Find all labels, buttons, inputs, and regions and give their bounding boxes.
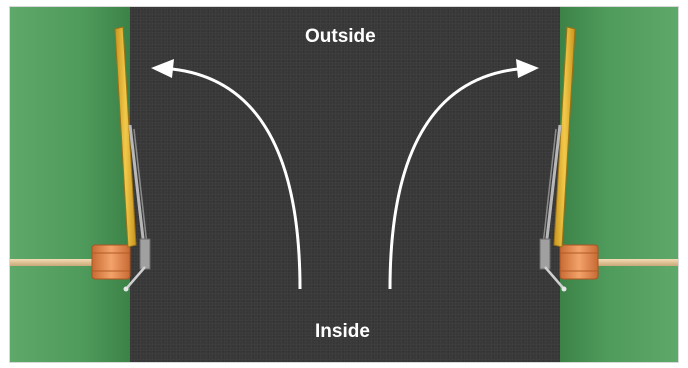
right-gate-icon	[539, 26, 678, 292]
right-post	[559, 244, 599, 280]
left-gate-icon	[10, 26, 151, 292]
gate-diagram-frame: Outside Inside	[9, 6, 679, 363]
left-gate-arm	[114, 26, 137, 248]
left-grass-area	[10, 7, 130, 362]
left-actuator	[128, 124, 146, 248]
scene-graphics	[10, 26, 678, 292]
right-gate-arm	[553, 26, 576, 248]
driveway	[130, 7, 560, 362]
inside-label: Inside	[315, 321, 370, 342]
right-actuator	[544, 124, 562, 248]
right-grass-area	[560, 7, 678, 362]
left-post	[91, 244, 131, 280]
curved-arrow-right-icon	[388, 59, 539, 290]
right-pipe	[588, 259, 678, 266]
curved-arrow-left-icon	[151, 59, 302, 290]
left-pipe	[10, 259, 102, 266]
outside-label: Outside	[305, 26, 376, 47]
